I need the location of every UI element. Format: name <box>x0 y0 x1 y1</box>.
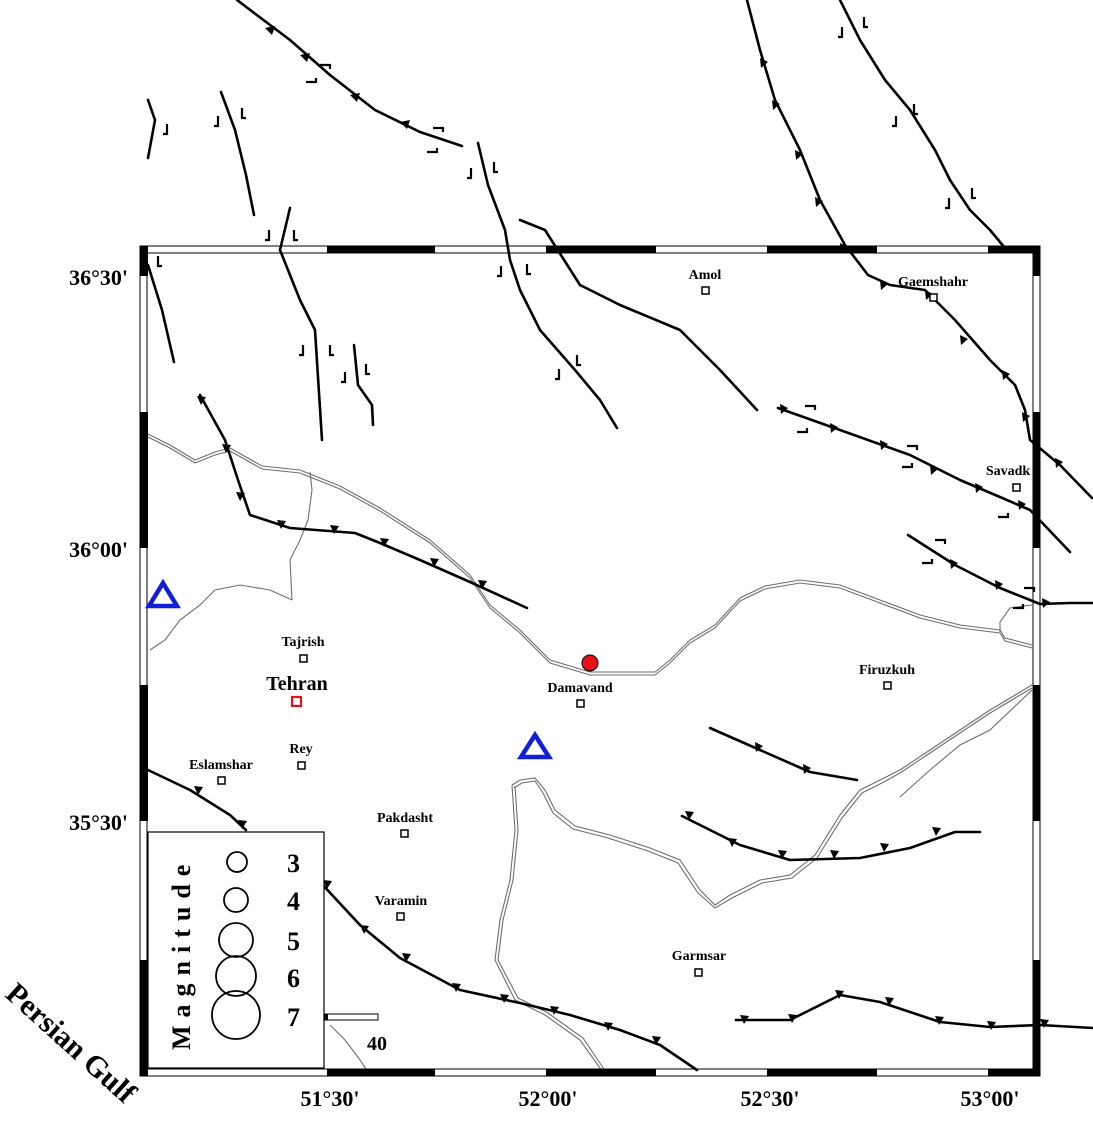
legend-mag-6: 6 <box>287 964 300 993</box>
city-label: Garmsar <box>672 949 726 964</box>
magnitude-legend: Magnitude 3 4 5 6 7 <box>147 831 325 1069</box>
city-garmsar: Garmsar <box>672 949 726 977</box>
city-label: Gaemshahr <box>898 275 968 290</box>
earthquake-epicenter <box>581 654 599 672</box>
contour-lines <box>147 433 1033 1076</box>
lon-label-53-00: 53°00' <box>961 1086 1020 1111</box>
city-gaemshahr: Gaemshahr <box>898 275 968 302</box>
city-eslamshar: Eslamshar <box>189 758 253 785</box>
city-label: Varamin <box>375 894 428 909</box>
legend-mag-3: 3 <box>287 849 300 878</box>
city-label: Pakdasht <box>377 811 433 826</box>
station-triangle-icon <box>144 578 182 609</box>
city-damavand: Damavand <box>547 681 613 708</box>
scale-bar: 40 <box>323 1013 387 1055</box>
capital-label: Tehran <box>266 673 328 695</box>
legend-mag-7: 7 <box>287 1003 300 1032</box>
faults <box>146 0 1093 1072</box>
city-firuzkuh: Firuzkuh <box>859 663 915 690</box>
lat-label-36-30: 36°30' <box>69 265 128 290</box>
city-label: Firuzkuh <box>859 663 915 678</box>
city-amol: Amol <box>689 268 722 295</box>
city-tehran: Tehran <box>266 673 328 708</box>
longitude-labels: 51°30' 52°00' 52°30' 53°00' <box>301 1086 1020 1111</box>
city-label: Tajrish <box>281 635 324 650</box>
city-label: Damavand <box>547 681 613 696</box>
cities: Amol Gaemshahr Savadk Tajrish Tehran Dam… <box>189 268 1031 977</box>
legend-title: Magnitude <box>167 857 196 1050</box>
city-tajrish: Tajrish <box>281 635 325 663</box>
lat-label-36-00: 36°00' <box>69 537 128 562</box>
city-pakdasht: Pakdasht <box>377 811 433 838</box>
city-varamin: Varamin <box>375 894 428 921</box>
city-savadk: Savadk <box>986 464 1031 492</box>
sea-label: Persian Gulf <box>0 977 143 1111</box>
city-rey: Rey <box>289 742 313 770</box>
map-frame <box>139 245 1041 1077</box>
lon-label-52-00: 52°00' <box>519 1086 578 1111</box>
legend-mag-5: 5 <box>287 927 300 956</box>
seismic-stations <box>144 578 554 760</box>
city-label: Savadk <box>986 464 1031 479</box>
station-triangle-icon <box>516 730 554 760</box>
city-label: Eslamshar <box>189 758 253 773</box>
city-label: Amol <box>689 268 722 283</box>
lon-label-51-30: 51°30' <box>301 1086 360 1111</box>
lon-label-52-30: 52°30' <box>741 1086 800 1111</box>
strike-slip-symbols <box>156 17 1036 610</box>
legend-mag-4: 4 <box>287 887 300 916</box>
scale-label: 40 <box>367 1033 387 1055</box>
lat-label-35-30: 35°30' <box>69 810 128 835</box>
city-label: Rey <box>289 742 312 757</box>
latitude-labels: 36°30' 36°00' 35°30' <box>69 265 128 835</box>
